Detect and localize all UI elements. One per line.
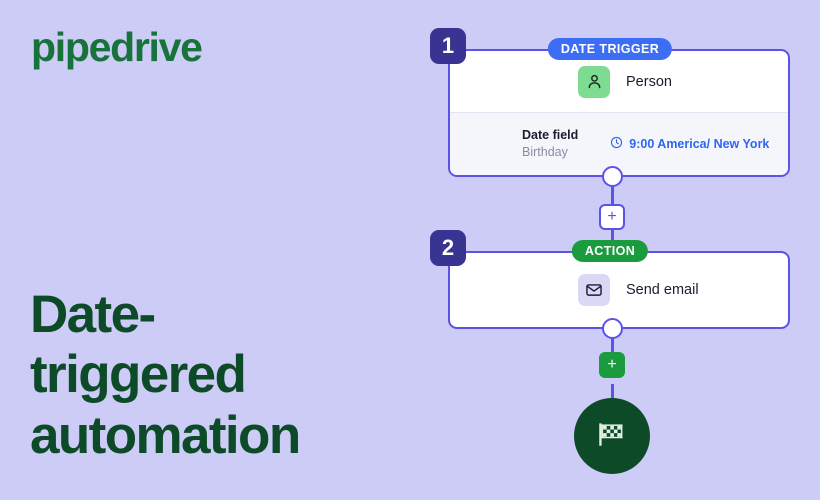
connector-line-1: [611, 176, 614, 206]
step-badge-1: 1: [430, 28, 466, 64]
date-field-block: Date field Birthday: [522, 127, 578, 161]
trigger-type-pill: DATE TRIGGER: [547, 38, 673, 60]
page-title-line-3: automation: [30, 405, 301, 465]
pipedrive-logo: pipedrive: [31, 24, 203, 70]
date-field-label: Date field: [522, 128, 579, 143]
checkered-flag-icon: [595, 417, 629, 456]
automation-flow-diagram: 1 DATE TRIGGER Person Date field Birthda…: [430, 28, 790, 478]
step-badge-2: 2: [430, 230, 466, 266]
envelope-icon: [578, 274, 610, 306]
trigger-entity-label: Person: [626, 73, 672, 90]
page-title-line-1: Date-: [30, 285, 156, 344]
action-label: Send email: [626, 282, 699, 298]
action-card[interactable]: Send email: [448, 251, 790, 329]
trigger-time-value: 9:00 America/ New York: [629, 137, 770, 151]
connector-line-3: [611, 328, 614, 362]
flow-end-node: [574, 398, 650, 474]
trigger-card-footer: Date field Birthday 9:00 America/ New Yo…: [450, 112, 788, 175]
page-title: Date- triggered automation: [30, 285, 380, 466]
trigger-card-body: Person: [450, 51, 788, 112]
clock-icon: [610, 136, 623, 152]
flow-node-1: [602, 166, 623, 187]
page-title-line-2: triggered: [30, 345, 247, 405]
action-type-pill: ACTION: [571, 240, 649, 262]
person-icon: [578, 65, 610, 98]
date-field-value: Birthday: [522, 145, 568, 159]
trigger-time-block[interactable]: 9:00 America/ New York: [610, 136, 769, 152]
action-card-body: Send email: [450, 253, 788, 327]
add-step-button-2[interactable]: +: [599, 352, 625, 378]
add-step-button-1[interactable]: +: [599, 204, 625, 230]
trigger-card[interactable]: Person Date field Birthday 9:00 America/…: [448, 49, 790, 177]
flow-node-2: [602, 318, 623, 339]
